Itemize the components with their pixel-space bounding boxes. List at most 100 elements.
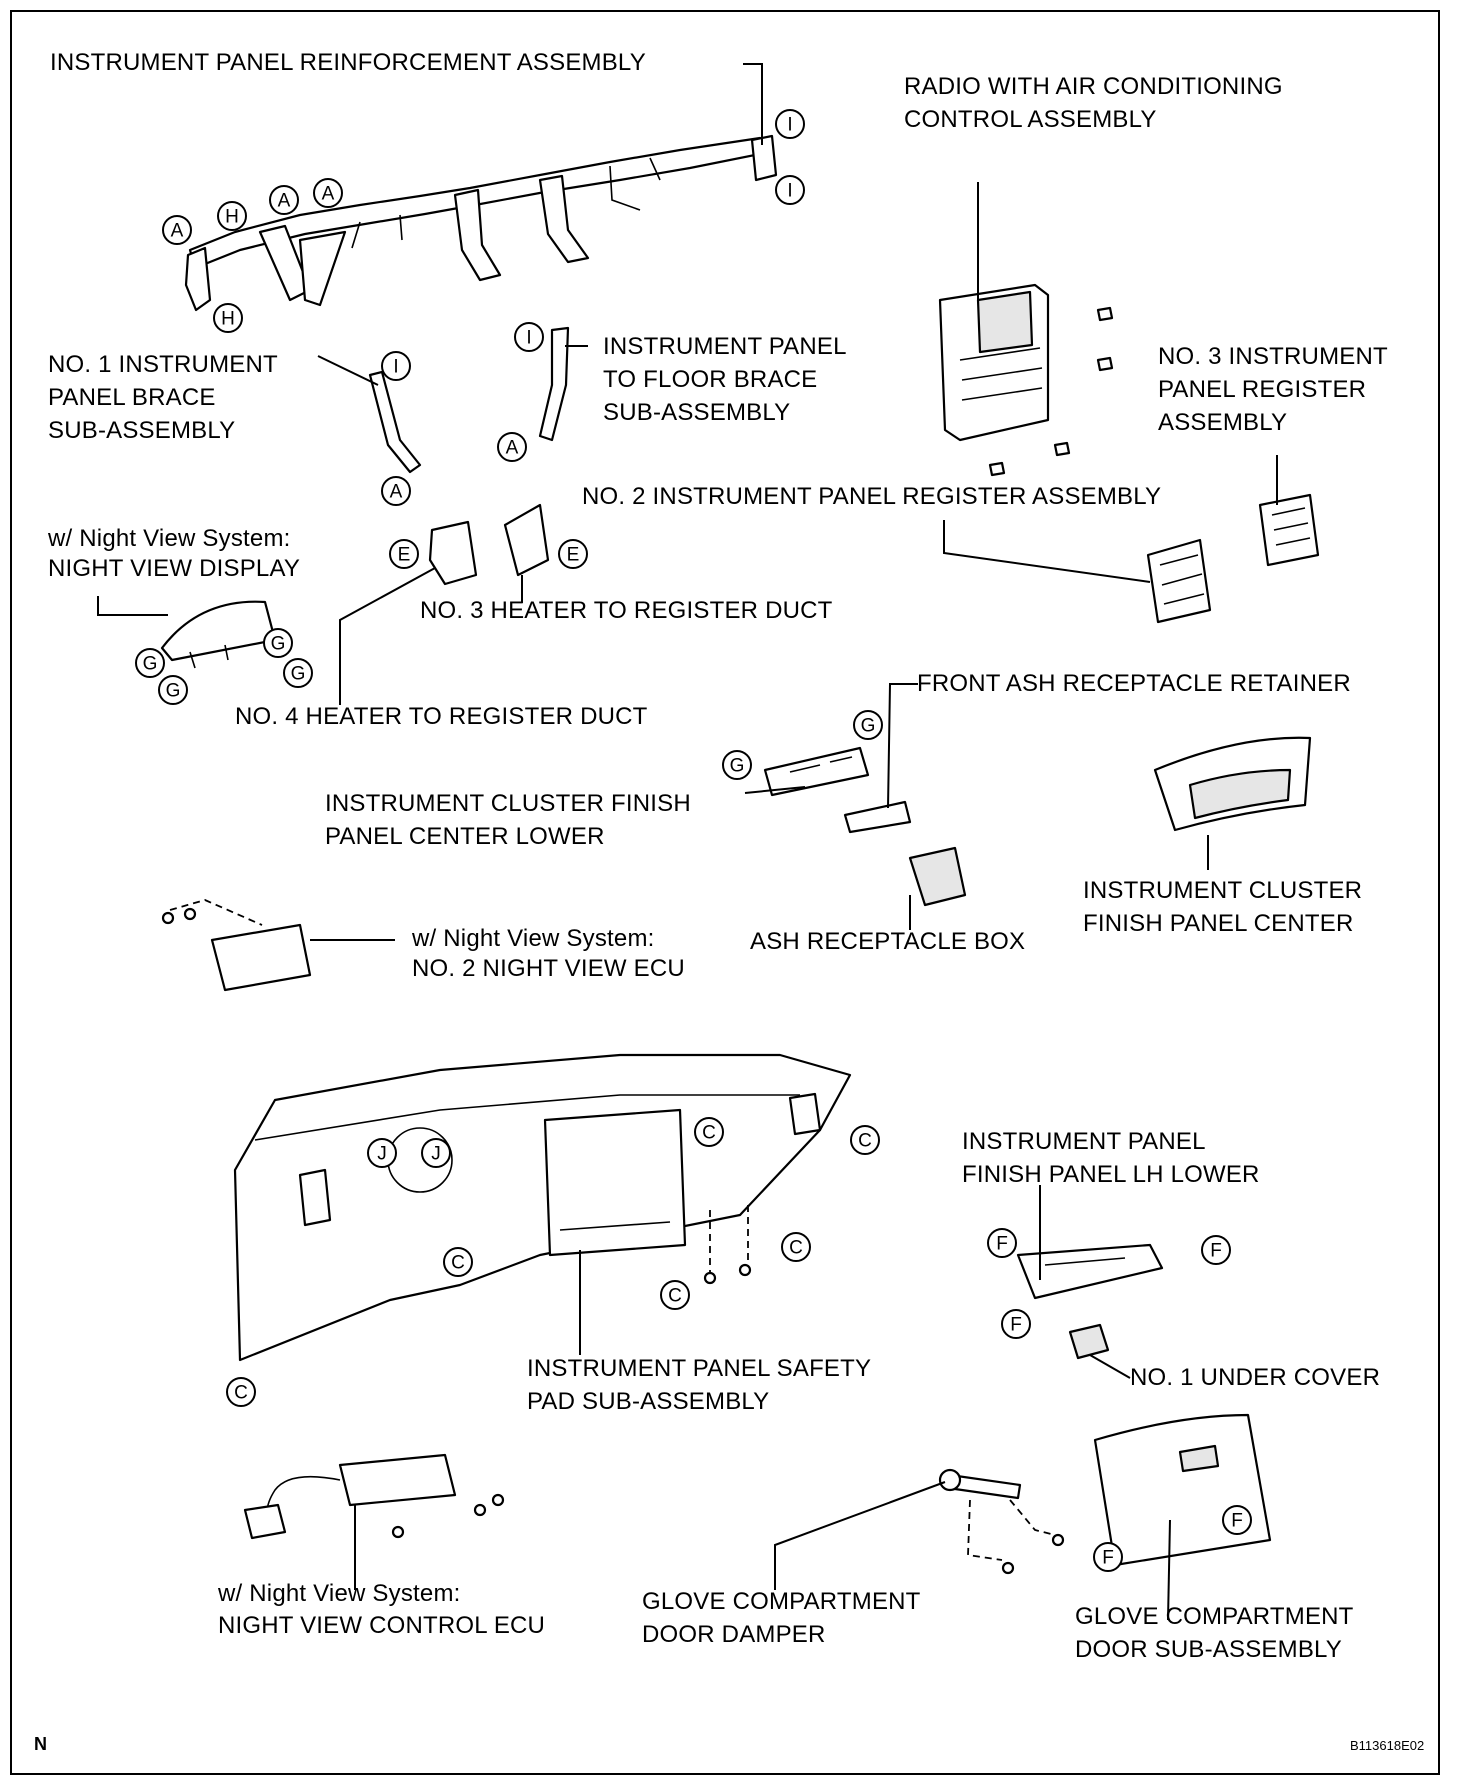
- callout-letter: A: [390, 482, 403, 503]
- callout-marker-f: F: [1001, 1309, 1031, 1339]
- callout-letter: E: [398, 545, 411, 566]
- ash-retainer-drawing: [843, 800, 912, 834]
- callout-marker-a: A: [162, 215, 192, 245]
- callout-letter: I: [393, 357, 398, 378]
- callout-marker-j: J: [421, 1138, 451, 1168]
- callout-letter: F: [1102, 1548, 1114, 1569]
- duct-no4-drawing: [428, 520, 478, 586]
- callout-letter: G: [166, 681, 181, 702]
- callout-letter: E: [567, 545, 580, 566]
- callout-letter: I: [787, 115, 792, 136]
- callout-marker-a: A: [269, 185, 299, 215]
- callout-letter: G: [861, 716, 876, 737]
- callout-marker-g: G: [853, 710, 883, 740]
- cluster-lower-panel-drawing: [763, 746, 870, 797]
- label-duct3: NO. 3 HEATER TO REGISTER DUCT: [420, 597, 833, 624]
- callout-letter: A: [322, 184, 335, 205]
- callout-marker-f: F: [1201, 1235, 1231, 1265]
- label-floor-brace-line3: SUB-ASSEMBLY: [603, 399, 791, 426]
- label-nv-control-line2: NIGHT VIEW CONTROL ECU: [218, 1612, 546, 1639]
- label-cluster-lower-line1: INSTRUMENT CLUSTER FINISH: [325, 790, 691, 817]
- callout-marker-e: E: [389, 539, 419, 569]
- label-finish-lh-line1: INSTRUMENT PANEL: [962, 1128, 1206, 1155]
- register-no2-drawing: [1146, 538, 1212, 624]
- callout-marker-a: A: [313, 178, 343, 208]
- register-no3-drawing: [1258, 493, 1320, 567]
- label-brace-line3: SUB-ASSEMBLY: [48, 417, 236, 444]
- no2-night-view-ecu-drawing: [161, 899, 312, 992]
- label-register3-line1: NO. 3 INSTRUMENT: [1158, 343, 1388, 370]
- callout-letter: J: [377, 1144, 387, 1165]
- callout-letter: H: [221, 309, 235, 330]
- label-ash-retainer: FRONT ASH RECEPTACLE RETAINER: [917, 670, 1351, 697]
- label-cluster-center-line2: FINISH PANEL CENTER: [1083, 910, 1354, 937]
- callout-letter: F: [1231, 1511, 1243, 1532]
- callout-letter: C: [702, 1123, 716, 1144]
- label-finish-lh-line2: FINISH PANEL LH LOWER: [962, 1161, 1260, 1188]
- callout-marker-h: H: [217, 201, 247, 231]
- figure-id: B113618E02: [1350, 1738, 1425, 1753]
- callout-marker-f: F: [1093, 1542, 1123, 1572]
- label-damper-line2: DOOR DAMPER: [642, 1621, 826, 1648]
- no1-brace-drawing: [368, 370, 422, 474]
- callout-letter: G: [730, 756, 745, 777]
- callout-marker-i: I: [775, 109, 805, 139]
- callout-marker-c: C: [660, 1280, 690, 1310]
- callout-marker-f: F: [987, 1228, 1017, 1258]
- label-duct4: NO. 4 HEATER TO REGISTER DUCT: [235, 703, 648, 730]
- duct-no3-drawing: [503, 503, 550, 577]
- callout-letter: J: [431, 1144, 441, 1165]
- night-view-display-drawing: [160, 600, 277, 669]
- ash-box-drawing: [908, 846, 967, 907]
- callout-letter: A: [278, 191, 291, 212]
- reinforcement-assembly-drawing: [184, 134, 778, 312]
- callout-letter: C: [668, 1286, 682, 1307]
- label-glove-door-line2: DOOR SUB-ASSEMBLY: [1075, 1636, 1343, 1663]
- callout-letter: F: [1010, 1315, 1022, 1336]
- callout-letter: G: [291, 664, 306, 685]
- north-indicator: N: [34, 1734, 47, 1754]
- label-brace-line1: NO. 1 INSTRUMENT: [48, 351, 278, 378]
- callout-letter: I: [526, 328, 531, 349]
- callout-letter: C: [789, 1238, 803, 1259]
- label-nv-display-line1: w/ Night View System:: [48, 525, 291, 552]
- callout-marker-c: C: [694, 1117, 724, 1147]
- diagram-frame: [10, 10, 1440, 1775]
- callout-letter: I: [787, 181, 792, 202]
- callout-marker-c: C: [850, 1125, 880, 1155]
- glove-damper-drawing: [938, 1468, 1065, 1575]
- label-under-cover: NO. 1 UNDER COVER: [1130, 1364, 1381, 1391]
- label-safety-pad-line1: INSTRUMENT PANEL SAFETY: [527, 1355, 872, 1382]
- callout-letter: H: [225, 207, 239, 228]
- label-nv-ecu2-line2: NO. 2 NIGHT VIEW ECU: [412, 955, 685, 982]
- finish-panel-lh-lower-drawing: [1016, 1243, 1164, 1300]
- label-brace-line2: PANEL BRACE: [48, 384, 216, 411]
- callout-marker-j: J: [367, 1138, 397, 1168]
- callout-marker-a: A: [381, 476, 411, 506]
- callout-marker-i: I: [381, 351, 411, 381]
- label-glove-door-line1: GLOVE COMPARTMENT: [1075, 1603, 1354, 1630]
- under-cover-drawing: [1068, 1323, 1110, 1360]
- callout-marker-a: A: [497, 432, 527, 462]
- callout-marker-h: H: [213, 303, 243, 333]
- cluster-finish-center-drawing: [1153, 736, 1312, 832]
- callout-marker-g: G: [135, 648, 165, 678]
- callout-marker-c: C: [781, 1232, 811, 1262]
- floor-brace-drawing: [538, 326, 570, 442]
- callout-marker-i: I: [775, 175, 805, 205]
- label-reinforcement-assembly: INSTRUMENT PANEL REINFORCEMENT ASSEMBLY: [50, 49, 646, 76]
- callout-letter: F: [1210, 1241, 1222, 1262]
- leader-lines: [97, 63, 1278, 1621]
- callout-letter: G: [271, 634, 286, 655]
- callout-marker-c: C: [443, 1247, 473, 1277]
- label-radio-line1: RADIO WITH AIR CONDITIONING: [904, 73, 1283, 100]
- label-damper-line1: GLOVE COMPARTMENT: [642, 1588, 921, 1615]
- label-cluster-lower-line2: PANEL CENTER LOWER: [325, 823, 605, 850]
- callout-letter: G: [143, 654, 158, 675]
- callout-letter: C: [858, 1131, 872, 1152]
- label-floor-brace-line2: TO FLOOR BRACE: [603, 366, 818, 393]
- callout-letter: C: [234, 1383, 248, 1404]
- label-register3-line2: PANEL REGISTER: [1158, 376, 1367, 403]
- label-nv-ecu2-line1: w/ Night View System:: [412, 925, 655, 952]
